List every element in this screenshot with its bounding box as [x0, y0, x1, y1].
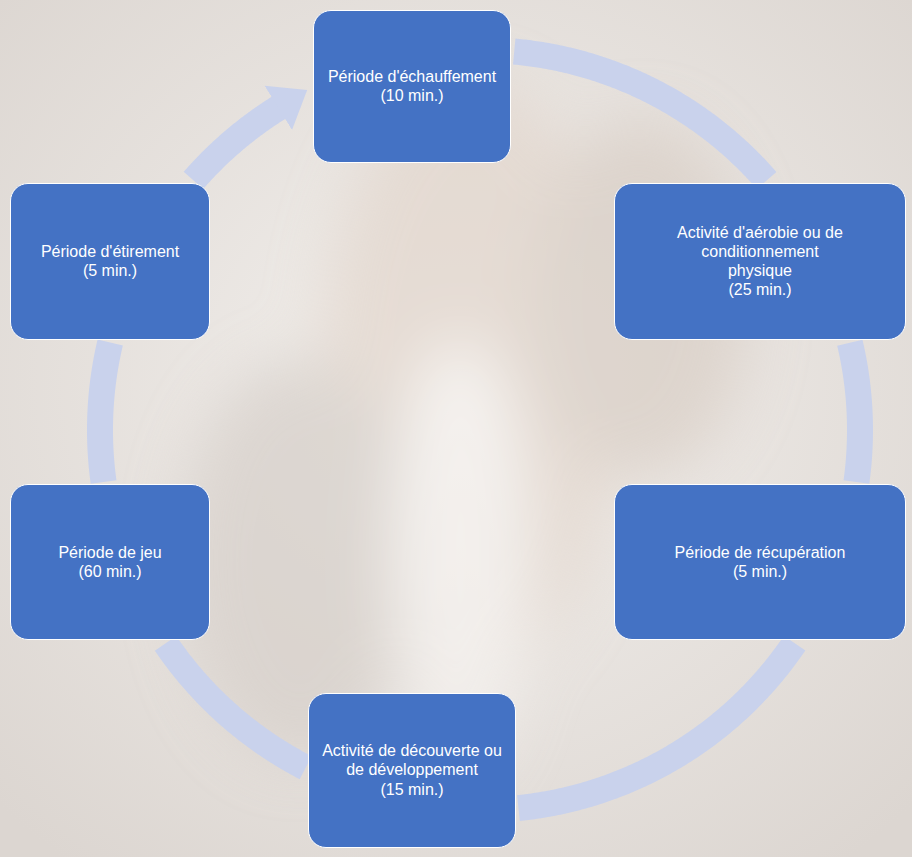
box-content: Période de récupération(5 min.) — [675, 543, 846, 581]
cycle-arc — [514, 52, 766, 181]
process-box: Période de récupération(5 min.) — [614, 484, 906, 640]
step-name: Période d'étirement — [41, 242, 179, 261]
step-name: Période d'échauffement — [328, 67, 496, 86]
box-content: Période d'étirement(5 min.) — [41, 242, 179, 280]
process-box: Période de jeu(60 min.) — [10, 484, 210, 640]
cycle-arc — [166, 643, 306, 767]
step-duration: (60 min.) — [58, 562, 161, 581]
cycle-arc — [193, 107, 280, 181]
step-duration: (25 min.) — [668, 280, 852, 299]
process-box: Période d'échauffement(10 min.) — [313, 10, 511, 163]
step-duration: (5 min.) — [41, 261, 179, 280]
step-name: Activité de découverte ou de développeme… — [320, 741, 504, 779]
step-name: Période de récupération — [675, 543, 846, 562]
box-content: Activité de découverte ou de développeme… — [320, 741, 504, 799]
step-duration: (15 min.) — [320, 780, 504, 799]
step-duration: (10 min.) — [328, 86, 496, 105]
process-box: Activité d'aérobie ou de conditionnement… — [614, 183, 906, 340]
step-duration: (5 min.) — [675, 562, 846, 581]
cycle-arc — [850, 343, 860, 482]
process-box: Période d'étirement(5 min.) — [10, 183, 210, 340]
cycle-arc — [100, 342, 110, 481]
step-name: Activité d'aérobie ou de conditionnement… — [668, 223, 852, 281]
box-content: Période de jeu(60 min.) — [58, 543, 161, 581]
box-content: Période d'échauffement(10 min.) — [328, 67, 496, 105]
step-name: Période de jeu — [58, 543, 161, 562]
cycle-arc — [518, 643, 794, 808]
process-box: Activité de découverte ou de développeme… — [308, 693, 516, 848]
box-content: Activité d'aérobie ou de conditionnement… — [668, 223, 852, 300]
